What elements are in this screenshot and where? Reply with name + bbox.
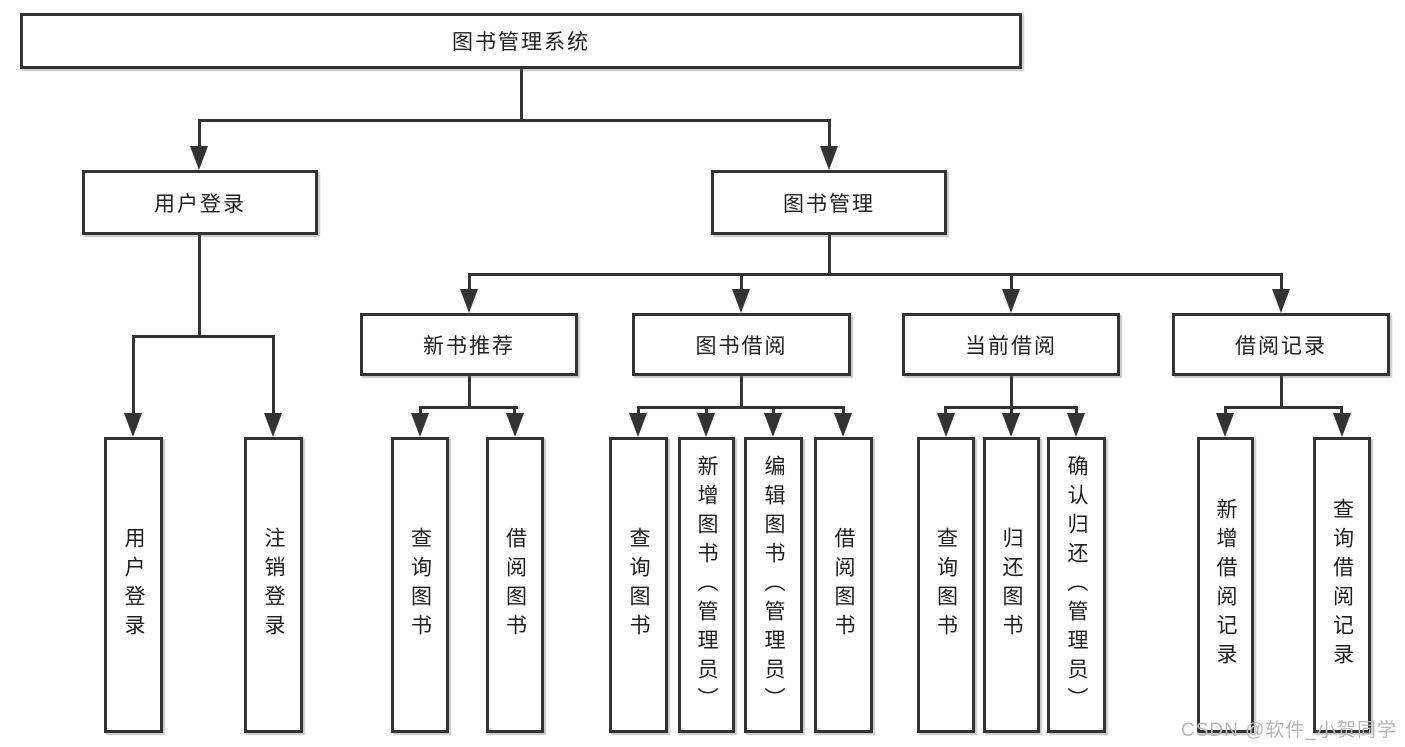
connector-records-down: [1280, 376, 1283, 409]
connector-recommend-down: [468, 376, 471, 409]
leaf-add-books-admin-label: 新增图书（管理员）: [695, 454, 718, 716]
connector-user-login-rail: [132, 335, 275, 338]
leaf-add-borrow-record: 新增借阅记录: [1197, 437, 1254, 733]
connector-user-login-down: [198, 234, 201, 338]
connector-stem-leaf-login: [132, 335, 135, 417]
leaf-borrow-books-recommend-label: 借阅图书: [503, 527, 527, 643]
leaf-return-books-label: 归还图书: [1000, 527, 1023, 643]
leaf-query-books-recommend-label: 查询图书: [408, 527, 432, 643]
arrow-down-g4-1: [937, 413, 955, 437]
arrow-down-g3-1: [629, 413, 647, 437]
connector-stem-g3-2: [705, 406, 708, 416]
node-new-book-recommend: 新书推荐: [360, 313, 578, 376]
connector-stem-current: [1010, 273, 1013, 293]
arrow-down-g2-2: [506, 413, 524, 437]
leaf-query-books-current: 查询图书: [917, 437, 975, 733]
connector-stem-g3-1: [637, 406, 640, 416]
leaf-confirm-return-admin-label: 确认归还（管理员）: [1065, 454, 1088, 716]
connector-borrowing-rail: [637, 406, 845, 409]
connector-recommend-rail: [419, 406, 518, 409]
node-book-management: 图书管理: [711, 170, 947, 235]
node-book-borrowing: 图书借阅: [632, 313, 851, 376]
arrow-down-g5-1: [1216, 413, 1234, 437]
arrow-down-leaf-logout: [264, 413, 282, 437]
connector-stem-g5-1: [1224, 406, 1227, 416]
arrow-down-g4-3: [1067, 413, 1085, 437]
connector-stem-g2-2: [513, 406, 516, 416]
leaf-query-books-borrowing: 查询图书: [609, 437, 668, 733]
leaf-user-login: 用户登录: [104, 437, 163, 733]
arrow-down-book-mgmt: [820, 146, 838, 170]
node-current-borrowing-label: 当前借阅: [965, 334, 1057, 358]
node-current-borrowing: 当前借阅: [902, 313, 1120, 376]
connector-stem-leaf-logout: [272, 335, 275, 417]
leaf-add-borrow-record-label: 新增借阅记录: [1214, 498, 1237, 672]
node-borrowing-records-label: 借阅记录: [1235, 334, 1327, 358]
leaf-borrow-books-borrowing: 借阅图书: [814, 437, 873, 733]
leaf-borrow-books-borrowing-label: 借阅图书: [832, 527, 855, 643]
leaf-return-books: 归还图书: [983, 437, 1040, 733]
leaf-query-books-borrowing-label: 查询图书: [627, 527, 650, 643]
arrow-down-g3-2: [697, 413, 715, 437]
arrow-down-g3-4: [834, 413, 852, 437]
arrow-down-user-login: [190, 146, 208, 170]
connector-stem-records: [1280, 273, 1283, 293]
arrow-down-g3-3: [764, 413, 782, 437]
leaf-add-books-admin: 新增图书（管理员）: [678, 437, 735, 733]
arrow-down-g4-2: [1002, 413, 1020, 437]
node-user-login: 用户登录: [82, 170, 318, 235]
leaf-borrow-books-recommend: 借阅图书: [486, 437, 544, 733]
connector-stem-g4-2: [1010, 406, 1013, 416]
node-root-label: 图书管理系统: [452, 31, 590, 54]
leaf-logout: 注销登录: [244, 437, 303, 733]
connector-stem-g5-2: [1340, 406, 1343, 416]
node-borrowing-records: 借阅记录: [1172, 313, 1390, 376]
connector-current-down: [1010, 376, 1013, 409]
leaf-edit-books-admin: 编辑图书（管理员）: [744, 437, 803, 733]
connector-stem-book-mgmt: [828, 119, 831, 152]
connector-stem-g4-3: [1075, 406, 1078, 416]
connector-level1-rail: [198, 119, 831, 122]
arrow-down-leaf-login: [124, 413, 142, 437]
arrow-down-recommend: [460, 289, 478, 313]
node-new-book-recommend-label: 新书推荐: [423, 334, 515, 358]
leaf-query-borrow-record: 查询借阅记录: [1313, 437, 1371, 733]
arrow-down-borrowing: [732, 289, 750, 313]
node-book-management-label: 图书管理: [783, 192, 875, 216]
node-book-borrowing-label: 图书借阅: [695, 334, 788, 358]
arrow-down-g2-1: [411, 413, 429, 437]
leaf-query-books-current-label: 查询图书: [934, 527, 958, 643]
connector-stem-recommend: [468, 273, 471, 293]
connector-stem-g4-1: [944, 406, 947, 416]
leaf-query-books-recommend: 查询图书: [391, 437, 449, 733]
arrow-down-records: [1272, 289, 1290, 313]
connector-root-trunk: [520, 69, 523, 122]
connector-stem-g3-3: [772, 406, 775, 416]
leaf-logout-label: 注销登录: [262, 527, 285, 643]
leaf-confirm-return-admin: 确认归还（管理员）: [1047, 437, 1106, 733]
connector-records-rail: [1224, 406, 1343, 409]
node-root: 图书管理系统: [20, 13, 1022, 69]
connector-stem-g2-1: [419, 406, 422, 416]
leaf-query-borrow-record-label: 查询借阅记录: [1330, 498, 1354, 672]
connector-stem-borrowing: [740, 273, 743, 293]
connector-book-mgmt-down: [828, 234, 831, 276]
leaf-edit-books-admin-label: 编辑图书（管理员）: [762, 454, 785, 716]
arrow-down-current: [1002, 289, 1020, 313]
connector-stem-g3-4: [842, 406, 845, 416]
connector-level3-rail: [468, 273, 1283, 276]
node-user-login-label: 用户登录: [154, 192, 246, 216]
arrow-down-g5-2: [1333, 413, 1351, 437]
leaf-user-login-label: 用户登录: [122, 527, 145, 643]
csdn-watermark: CSDN @软件_小贺同学: [1181, 720, 1397, 741]
connector-stem-user-login: [198, 119, 201, 152]
connector-borrowing-down: [740, 376, 743, 409]
